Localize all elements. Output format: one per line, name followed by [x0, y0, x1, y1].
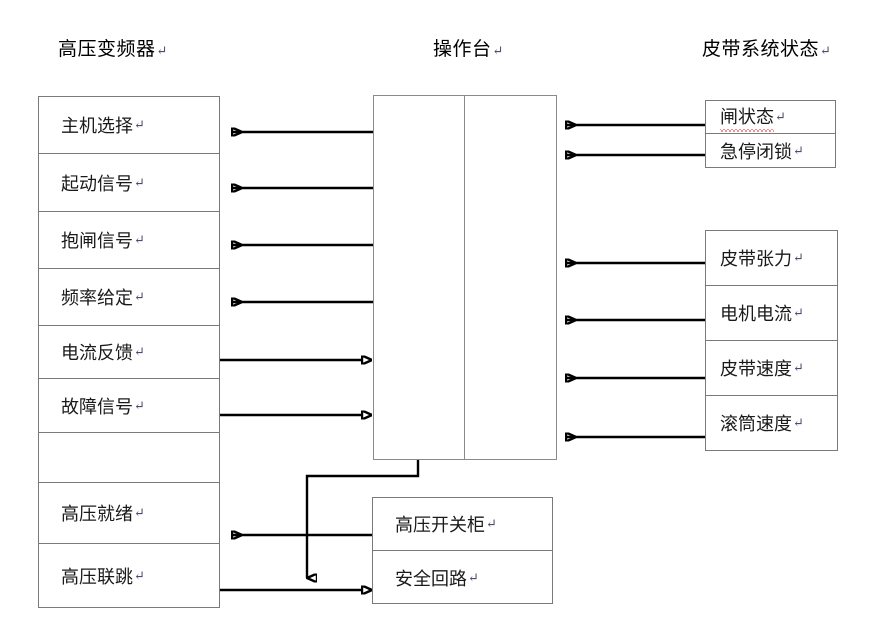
pilcrow-mark: ↵	[793, 305, 804, 320]
column-title-center-text: 操作台	[433, 39, 492, 60]
pilcrow-mark: ↵	[134, 289, 145, 304]
column-title-right-text: 皮带系统状态	[702, 39, 820, 60]
pilcrow-mark: ↵	[775, 109, 786, 124]
column-title-right: 皮带系统状态↵	[702, 34, 831, 61]
left-row-label: 高压联跳	[61, 566, 133, 587]
pilcrow-mark: ↵	[820, 43, 832, 58]
right-bottom-stack: 皮带张力↵ 电机电流↵ 皮带速度↵ 滚筒速度↵	[705, 230, 838, 451]
left-row-current-feedback[interactable]: 电流反馈↵	[39, 326, 219, 379]
left-signal-stack: 主机选择↵ 起动信号↵ 抱闸信号↵ 频率给定↵ 电流反馈↵ 故障信号↵ 高压就绪…	[38, 96, 220, 608]
left-row-label: 高压就绪	[61, 504, 133, 524]
pilcrow-mark: ↵	[793, 250, 804, 265]
right-row-drum-speed[interactable]: 滚筒速度↵	[706, 396, 837, 450]
right-row-label: 皮带张力	[720, 249, 792, 269]
column-title-left-text: 高压变频器	[58, 39, 156, 60]
pilcrow-mark: ↵	[134, 397, 145, 413]
left-row-brake-signal[interactable]: 抱闸信号↵	[39, 212, 219, 269]
pilcrow-mark: ↵	[134, 567, 145, 583]
right-row-estop-lock[interactable]: 急停闭锁↵	[706, 134, 835, 167]
bottom-stack: 高压开关柜↵ 安全回路↵	[372, 497, 553, 604]
pilcrow-mark: ↵	[134, 505, 145, 520]
left-row-label: 频率给定	[61, 288, 133, 308]
bottom-row-hv-switchgear[interactable]: 高压开关柜↵	[373, 498, 552, 551]
pilcrow-mark: ↵	[468, 569, 479, 585]
pilcrow-mark: ↵	[492, 43, 504, 58]
column-title-left: 高压变频器↵	[58, 34, 168, 61]
right-row-label: 皮带速度	[720, 359, 792, 379]
pilcrow-mark: ↵	[156, 43, 168, 58]
left-row-label: 抱闸信号	[61, 231, 133, 251]
bottom-row-safety-circuit[interactable]: 安全回路↵	[373, 551, 552, 604]
right-row-label: 急停闭锁	[720, 141, 792, 162]
pilcrow-mark: ↵	[134, 344, 145, 359]
pilcrow-mark: ↵	[486, 516, 497, 531]
right-row-label: 电机电流	[720, 304, 792, 324]
left-row-frequency-setpoint[interactable]: 频率给定↵	[39, 269, 219, 326]
left-row-start-signal[interactable]: 起动信号↵	[39, 154, 219, 212]
pilcrow-mark: ↵	[134, 232, 145, 247]
left-row-hv-trip[interactable]: 高压联跳↵	[39, 544, 219, 607]
left-row-hv-ready[interactable]: 高压就绪↵	[39, 483, 219, 544]
right-row-gate-status[interactable]: 闸状态↵	[706, 101, 835, 134]
pilcrow-mark: ↵	[134, 117, 145, 132]
left-row-label: 主机选择	[61, 116, 133, 136]
right-row-motor-current[interactable]: 电机电流↵	[706, 286, 837, 341]
left-row-fault-signal[interactable]: 故障信号↵	[39, 379, 219, 433]
pilcrow-mark: ↵	[793, 142, 804, 158]
column-title-center: 操作台↵	[433, 34, 504, 61]
left-row-label: 电流反馈	[61, 343, 133, 363]
pilcrow-mark: ↵	[134, 174, 145, 190]
console-box[interactable]	[373, 95, 557, 460]
right-top-stack: 闸状态↵ 急停闭锁↵	[705, 100, 836, 168]
console-divider	[464, 96, 465, 459]
left-row-host-select[interactable]: 主机选择↵	[39, 97, 219, 154]
pilcrow-mark: ↵	[793, 360, 804, 375]
right-row-label: 滚筒速度	[720, 414, 792, 434]
right-row-label: 闸状态	[720, 103, 774, 132]
right-row-belt-tension[interactable]: 皮带张力↵	[706, 231, 837, 286]
bottom-row-label: 高压开关柜	[395, 515, 485, 535]
right-row-belt-speed[interactable]: 皮带速度↵	[706, 341, 837, 396]
bottom-row-label: 安全回路	[395, 568, 467, 589]
left-row-empty	[39, 433, 219, 483]
pilcrow-mark: ↵	[793, 415, 804, 430]
left-row-label: 故障信号	[61, 396, 133, 417]
left-row-label: 起动信号	[61, 173, 133, 194]
